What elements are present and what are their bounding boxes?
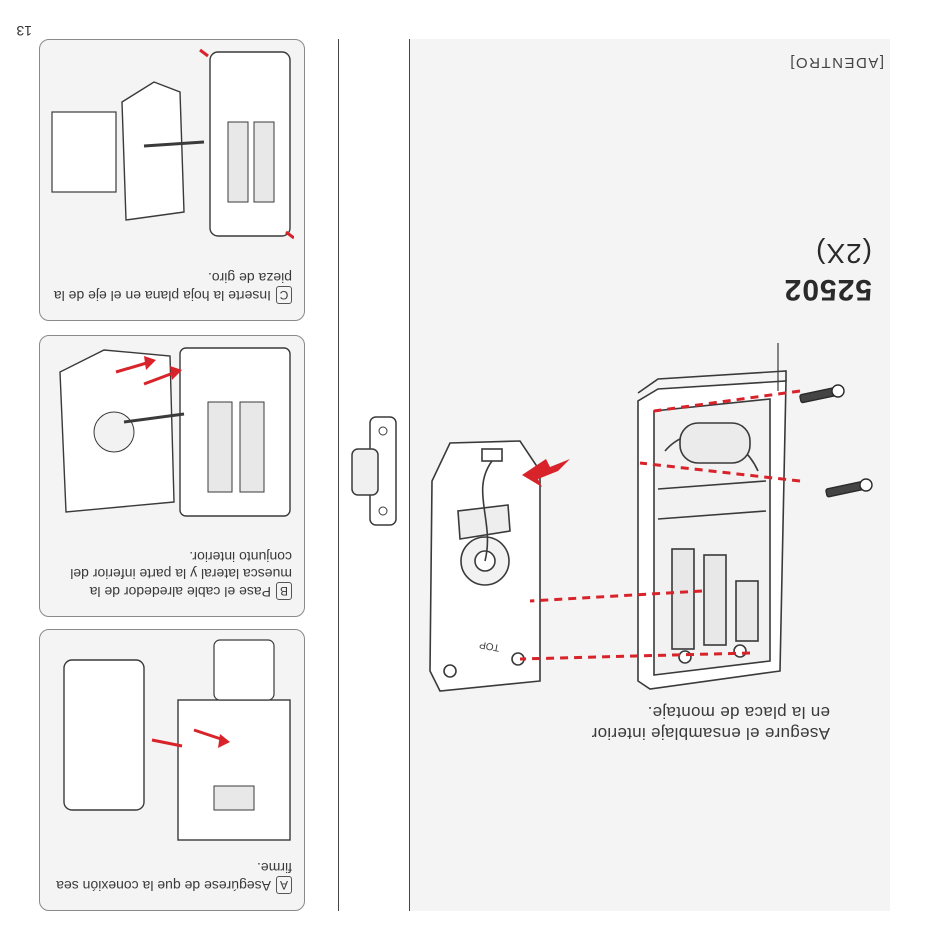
step-letter-badge: C [276, 286, 292, 304]
screw-quantity: (2X) [815, 237, 872, 269]
step-card-a: AAsegúrese de que la conexión sea firme. [39, 629, 305, 911]
step-card-b: BPase el cable alrededor de la muesca la… [39, 335, 305, 617]
latch-strike-illustration [344, 411, 402, 531]
location-label: [ADENTRO] [789, 54, 884, 71]
step-b-illustration [48, 342, 294, 522]
step-b-label: BPase el cable alrededor de la muesca la… [50, 548, 292, 600]
mounting-plate: TOP [430, 441, 540, 691]
step-a-text: Asegúrese de que la conexión sea firme. [56, 860, 292, 894]
interior-assembly-housing [638, 371, 786, 689]
screw-part-number: 52502 [784, 272, 872, 306]
interior-assembly-illustration: TOP [410, 291, 890, 711]
step-c-label: CInserte la hoja plana en el eje de la p… [50, 269, 292, 304]
step-card-c: CInserte la hoja plana en el eje de la p… [39, 39, 305, 321]
step-c-text: Inserte la hoja plana en el eje de la pi… [54, 270, 292, 304]
step-c-illustration [48, 46, 294, 242]
step-letter-badge: B [276, 582, 292, 600]
step-letter-badge: A [276, 876, 292, 894]
page-number: 13 [16, 23, 32, 39]
step-a-illustration [48, 636, 294, 850]
step-b-text: Pase el cable alrededor de la muesca lat… [70, 549, 292, 600]
screw-icon [778, 343, 872, 497]
step-a-label: AAsegúrese de que la conexión sea firme. [50, 859, 292, 894]
main-instruction-line-1: Asegure el ensamblaje interior [470, 723, 830, 744]
column-divider [338, 39, 339, 911]
